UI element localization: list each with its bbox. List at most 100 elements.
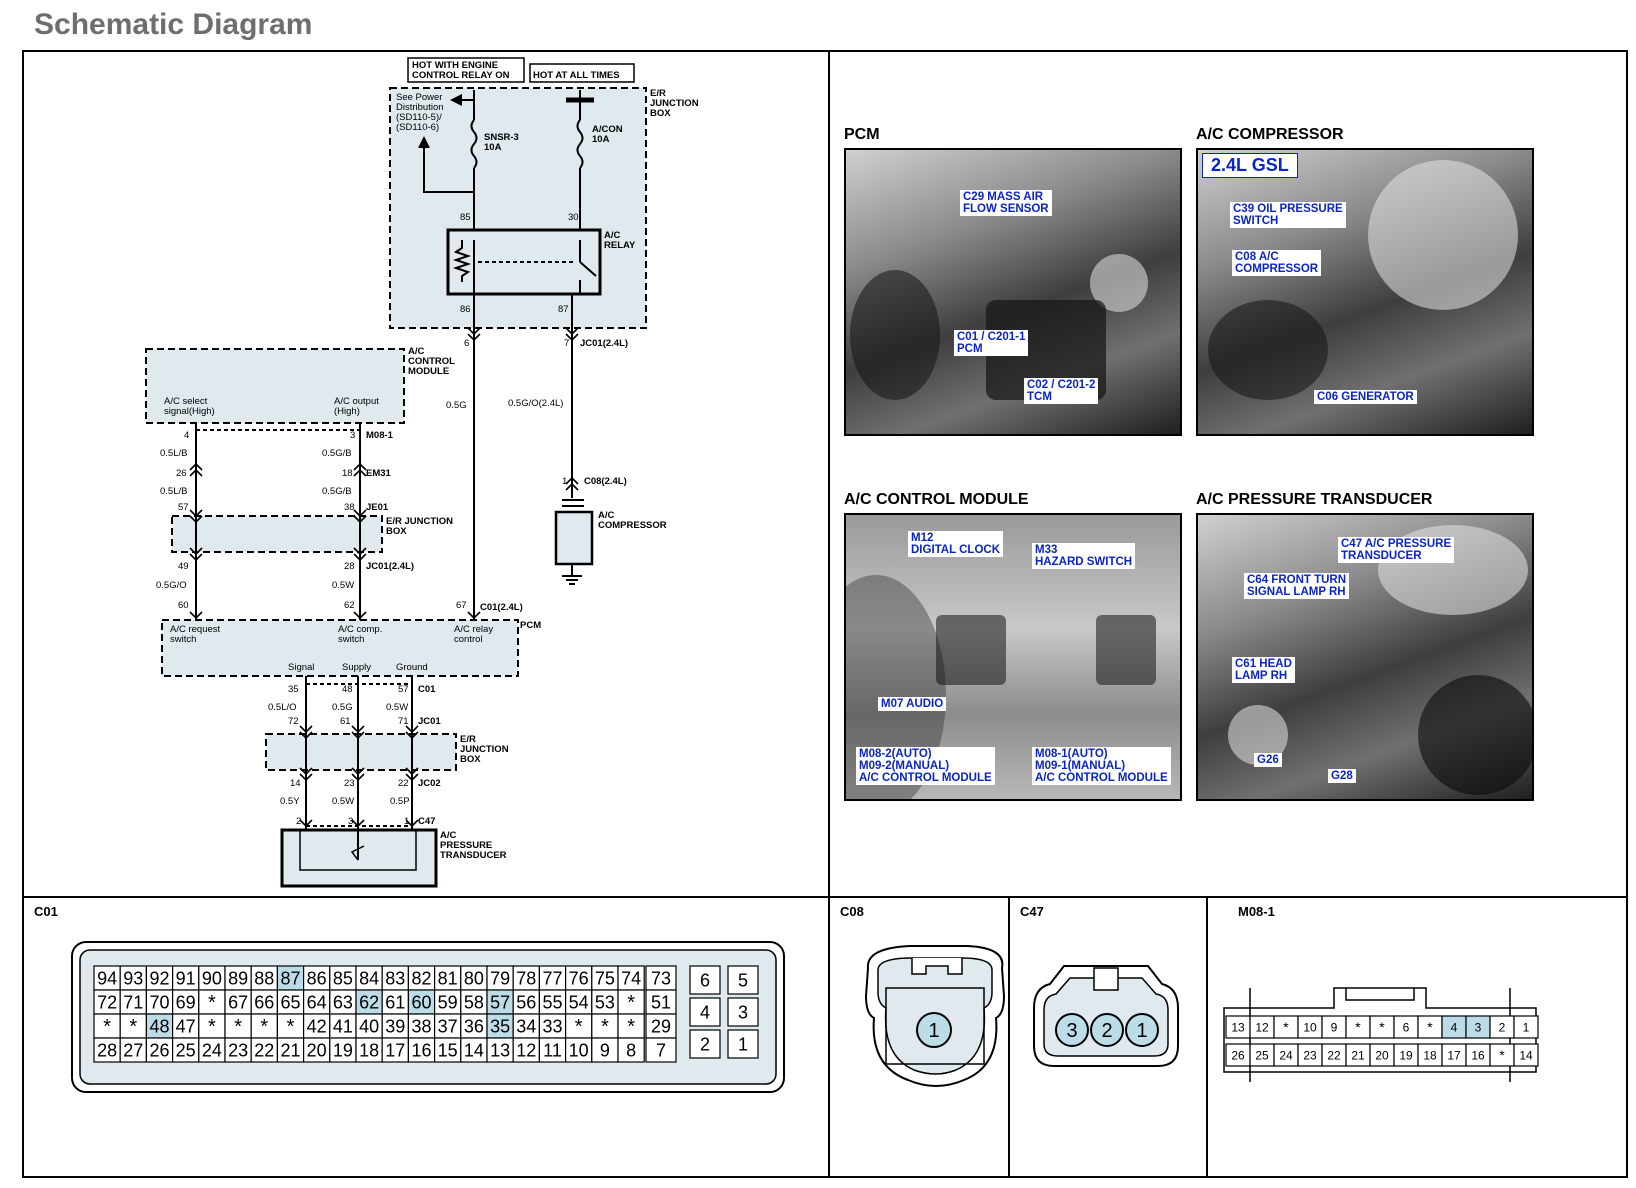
pin-number: 1 <box>404 816 409 827</box>
connector-pin: * <box>564 1013 593 1039</box>
er-junction-box-low <box>265 733 457 771</box>
pin-label: * <box>1499 1047 1505 1063</box>
wire-color: 0.5G <box>446 400 467 411</box>
connector-pin: 63 <box>329 989 357 1015</box>
pin-label: 1 <box>928 1020 939 1042</box>
pin-label: 64 <box>307 992 327 1012</box>
relay-pin-30: 30 <box>568 212 579 223</box>
power-label-always: HOT AT ALL TIMES <box>533 70 620 81</box>
connector-pin: 24 <box>1273 1043 1299 1067</box>
divider-horizontal <box>22 896 1628 898</box>
wire-color: 0.5G/B <box>322 448 352 459</box>
connector-pin: 66 <box>250 989 278 1015</box>
pin-label: 22 <box>254 1040 274 1060</box>
callout-compressor-2: C08 A/C COMPRESSOR <box>1232 250 1322 276</box>
connector-pin: 25 <box>172 1037 200 1063</box>
connector-pin: 70 <box>145 989 174 1015</box>
transducer-terminal-ground: Ground <box>396 662 428 673</box>
pin-label: 2 <box>1499 1020 1506 1034</box>
pin-label: 69 <box>176 992 196 1012</box>
pin-number: 7 <box>564 338 569 349</box>
pin-label: * <box>1379 1019 1385 1035</box>
connector-pin: 11 <box>538 1037 567 1063</box>
pin-number: 3 <box>348 816 353 827</box>
connector-pin: 1 <box>1513 1015 1539 1039</box>
connector-pin: 47 <box>172 1013 200 1039</box>
connector-label-m08-1: M08-1 <box>1238 904 1275 919</box>
pcm-box <box>161 619 519 677</box>
connector-pin: 58 <box>460 989 488 1015</box>
connector-pin: 8 <box>617 1037 645 1063</box>
connector-pin: 83 <box>381 965 410 991</box>
pin-label: 23 <box>1303 1048 1317 1062</box>
pin-label: * <box>1283 1019 1289 1035</box>
connector-pin: 3 <box>1465 1015 1491 1039</box>
pin-label: 12 <box>1255 1020 1269 1034</box>
pin-number: 57 <box>178 502 189 513</box>
pin-number: 57 <box>398 684 409 695</box>
pin-label: 48 <box>149 1016 169 1036</box>
pin-label: 5 <box>738 970 748 990</box>
pin-label: 7 <box>656 1040 666 1060</box>
connector-pin: 82 <box>407 965 436 991</box>
pin-label: * <box>234 1016 242 1038</box>
pin-label: 59 <box>438 992 458 1012</box>
connector-pin: 60 <box>407 989 436 1015</box>
callout-pcm-3: C02 / C201-2 TCM <box>1024 378 1099 404</box>
pin-label: 42 <box>307 1016 327 1036</box>
connector-pin: 20 <box>1369 1043 1395 1067</box>
pin-label: 40 <box>359 1016 379 1036</box>
connector-pin: * <box>250 1013 278 1039</box>
connector-pin: 19 <box>1393 1043 1419 1067</box>
connector-pin: 14 <box>1513 1043 1539 1067</box>
wire-color: 0.5L/O <box>268 702 297 713</box>
connector-pin: * <box>1345 1015 1371 1039</box>
pin-number: 48 <box>342 684 353 695</box>
connector-pin: 16 <box>407 1037 436 1063</box>
connector-pin: 62 <box>355 989 383 1015</box>
pin-label: 90 <box>202 968 222 988</box>
pin-label: 87 <box>280 968 300 988</box>
pin-number: 35 <box>288 684 299 695</box>
er-junction-box-mid <box>171 515 383 553</box>
relay-pin-85: 85 <box>460 212 471 223</box>
pin-number: 28 <box>344 561 355 572</box>
pin-label: 77 <box>542 968 562 988</box>
connector-pin: 61 <box>381 989 410 1015</box>
pin-label: 17 <box>385 1040 405 1060</box>
connector-pin: * <box>617 1013 645 1039</box>
wire-color: 0.5G/O(2.4L) <box>508 398 563 409</box>
pin-label: 73 <box>651 968 671 988</box>
connector-pin: 71 <box>119 989 147 1015</box>
pin-number: 18 <box>342 468 353 479</box>
pin-label: 74 <box>621 968 641 988</box>
connector-pin: 6 <box>1393 1015 1419 1039</box>
pin-label: 16 <box>1471 1048 1485 1062</box>
connector-pin: 57 <box>486 989 514 1015</box>
connector-pin: 29 <box>645 1013 677 1039</box>
connector-pin: 17 <box>1441 1043 1467 1067</box>
pin-label: 71 <box>123 992 143 1012</box>
photo-title-pcm: PCM <box>844 126 880 143</box>
connector-pin: 54 <box>564 989 593 1015</box>
pin-label: 19 <box>1399 1048 1413 1062</box>
callout-compressor-1: C39 OIL PRESSURE SWITCH <box>1230 202 1346 228</box>
pin-label: 3 <box>1066 1020 1077 1042</box>
pin-label: 24 <box>1279 1048 1293 1062</box>
pin-number: 71 <box>398 716 409 727</box>
connector-pin: 10 <box>564 1037 593 1063</box>
connector-pin: 23 <box>1297 1043 1323 1067</box>
pin-label: 3 <box>738 1002 748 1022</box>
pin-label: * <box>129 1016 137 1038</box>
pin-label: 39 <box>385 1016 405 1036</box>
pin-number: 67 <box>456 600 467 611</box>
connector-pin: * <box>1369 1015 1395 1039</box>
pin-label: 70 <box>149 992 169 1012</box>
pin-label: 18 <box>359 1040 379 1060</box>
pin-label: 10 <box>1303 1020 1317 1034</box>
connector-pin: 59 <box>434 989 462 1015</box>
pin-label: 54 <box>569 992 589 1012</box>
